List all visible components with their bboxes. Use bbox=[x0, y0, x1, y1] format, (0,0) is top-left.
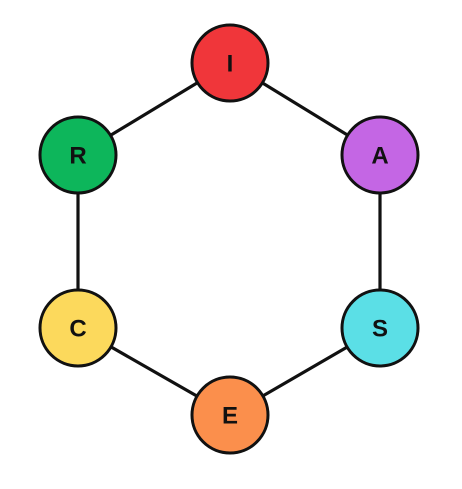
node-label-c: C bbox=[69, 316, 86, 343]
node-c: C bbox=[38, 288, 118, 368]
node-e: E bbox=[190, 375, 270, 455]
node-s: S bbox=[340, 288, 420, 368]
node-label-a: A bbox=[371, 143, 388, 170]
node-a: A bbox=[340, 115, 420, 195]
node-label-r: R bbox=[69, 143, 86, 170]
hexagon-edges bbox=[76, 61, 382, 417]
node-r: R bbox=[38, 115, 118, 195]
node-label-i: I bbox=[227, 51, 234, 78]
node-circle-i bbox=[190, 23, 270, 103]
node-label-s: S bbox=[372, 316, 388, 343]
node-circle-r bbox=[38, 115, 118, 195]
node-circle-a bbox=[340, 115, 420, 195]
node-circle-c bbox=[38, 288, 118, 368]
node-i: I bbox=[190, 23, 270, 103]
hexagon-nodes: I A S E C R bbox=[38, 23, 420, 455]
node-circle-s bbox=[340, 288, 420, 368]
node-circle-e bbox=[190, 375, 270, 455]
node-label-e: E bbox=[222, 403, 238, 430]
